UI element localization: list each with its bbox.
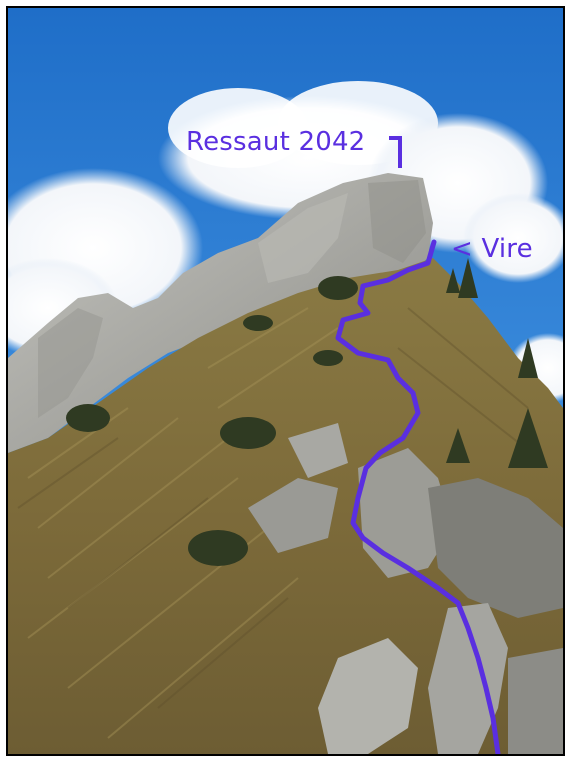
vire-label: < Vire: [451, 234, 533, 264]
mountain-photo: [8, 8, 563, 754]
ressaut-label: Ressaut 2042: [186, 127, 366, 157]
ressaut-marker: [389, 136, 402, 168]
rock-outcrop: [358, 448, 453, 578]
route-line: [335, 239, 501, 754]
photo-frame: Ressaut 2042 < Vire: [6, 6, 565, 756]
trees: [66, 258, 548, 566]
